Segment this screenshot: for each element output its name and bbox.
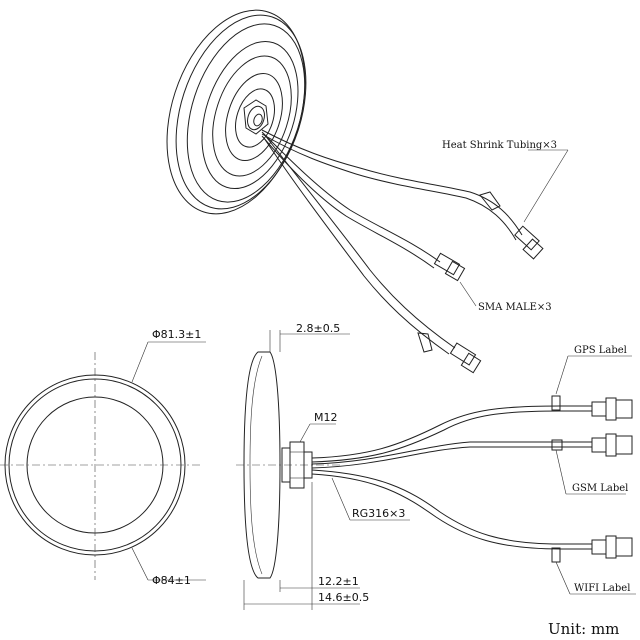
- iso-connector-2: [433, 252, 466, 282]
- heat-shrink-label: Heat Shrink Tubing×3: [442, 140, 557, 151]
- side-connector-wifi: [591, 535, 633, 559]
- thread-label: M12: [314, 411, 338, 424]
- side-connector-gps: [591, 397, 633, 421]
- iso-connector-3: [449, 342, 482, 374]
- side-view: 2.8±0.5 M12 RG316×3 12.2±1 14.6±0.5 GPS …: [236, 322, 636, 610]
- antenna-disc: [166, 9, 307, 215]
- isometric-view: Heat Shrink Tubing×3 SMA MALE×3: [166, 9, 569, 374]
- side-cables: [311, 395, 592, 563]
- front-view: Φ81.3±1 Φ84±1: [0, 328, 206, 587]
- outer-diameter-label: Φ81.3±1: [152, 328, 201, 341]
- cable-label: RG316×3: [352, 507, 405, 520]
- total-height-label: 14.6±0.5: [318, 591, 369, 604]
- iso-cables: [261, 129, 544, 374]
- iso-connector-1: [514, 225, 544, 260]
- unit-label: Unit: mm: [548, 620, 619, 638]
- gsm-label: GSM Label: [572, 483, 628, 494]
- wifi-label: WIFI Label: [574, 583, 630, 594]
- base-diameter-label: Φ84±1: [152, 574, 191, 587]
- height-label: 12.2±1: [318, 575, 359, 588]
- thickness-label: 2.8±0.5: [296, 322, 340, 335]
- gps-label: GPS Label: [574, 345, 627, 356]
- side-connector-gsm: [591, 433, 633, 457]
- sma-male-label: SMA MALE×3: [478, 302, 552, 313]
